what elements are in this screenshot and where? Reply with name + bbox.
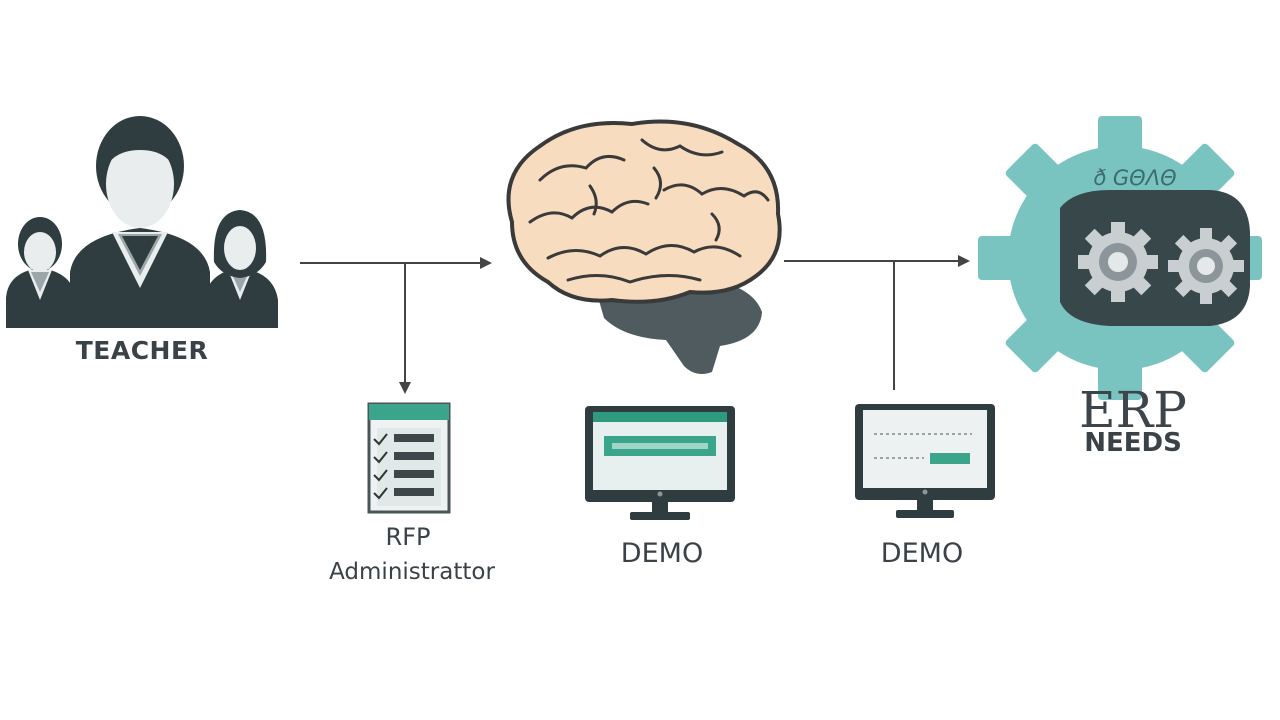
rfp-label: RFP xyxy=(385,523,431,551)
monitor-icon xyxy=(585,406,735,520)
needs-label: NEEDS xyxy=(1084,428,1182,458)
administrator-label: Administrattor xyxy=(329,559,495,585)
erp-label: ERP xyxy=(1079,381,1187,439)
checklist-row xyxy=(373,451,434,464)
checklist-row xyxy=(373,469,434,482)
teacher-label: TEACHER xyxy=(75,336,209,365)
checklist-row xyxy=(373,433,434,446)
person-right xyxy=(204,210,278,328)
checklist-row xyxy=(373,487,434,500)
person-left xyxy=(6,217,76,328)
demo-label-right: DEMO xyxy=(880,538,964,569)
gear-small-2 xyxy=(1168,228,1244,304)
gears-icon xyxy=(978,116,1262,400)
demo-label-center: DEMO xyxy=(620,538,704,569)
brain-icon xyxy=(506,119,782,374)
person-center xyxy=(70,116,210,328)
checklist-icon xyxy=(367,402,451,514)
monitor-icon xyxy=(855,404,995,518)
gear-caption: ð GΘΛΘ xyxy=(1093,166,1177,190)
people-group-icon xyxy=(6,116,278,328)
gear-small-1 xyxy=(1078,222,1158,302)
